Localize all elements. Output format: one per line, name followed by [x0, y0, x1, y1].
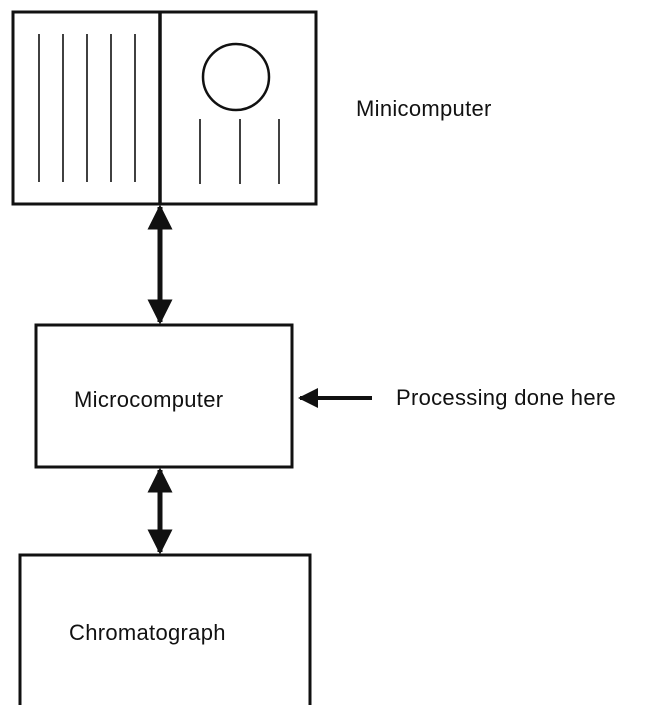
- microcomputer-label: Microcomputer: [74, 387, 224, 412]
- processing-annotation: Processing done here: [396, 385, 617, 410]
- chromatograph-box: [18, 553, 312, 705]
- minicomputer-illustration: [11, 10, 318, 206]
- minicomputer-cabinet: [11, 10, 318, 206]
- chromatograph-label: Chromatograph: [69, 620, 226, 645]
- microcomputer-box: [34, 323, 294, 469]
- minicomputer-reel-icon: [201, 42, 271, 112]
- minicomputer-label: Minicomputer: [356, 96, 492, 121]
- minicomputer-right-panel-lines: [199, 119, 280, 184]
- minicomputer-left-panel-lines: [38, 34, 136, 182]
